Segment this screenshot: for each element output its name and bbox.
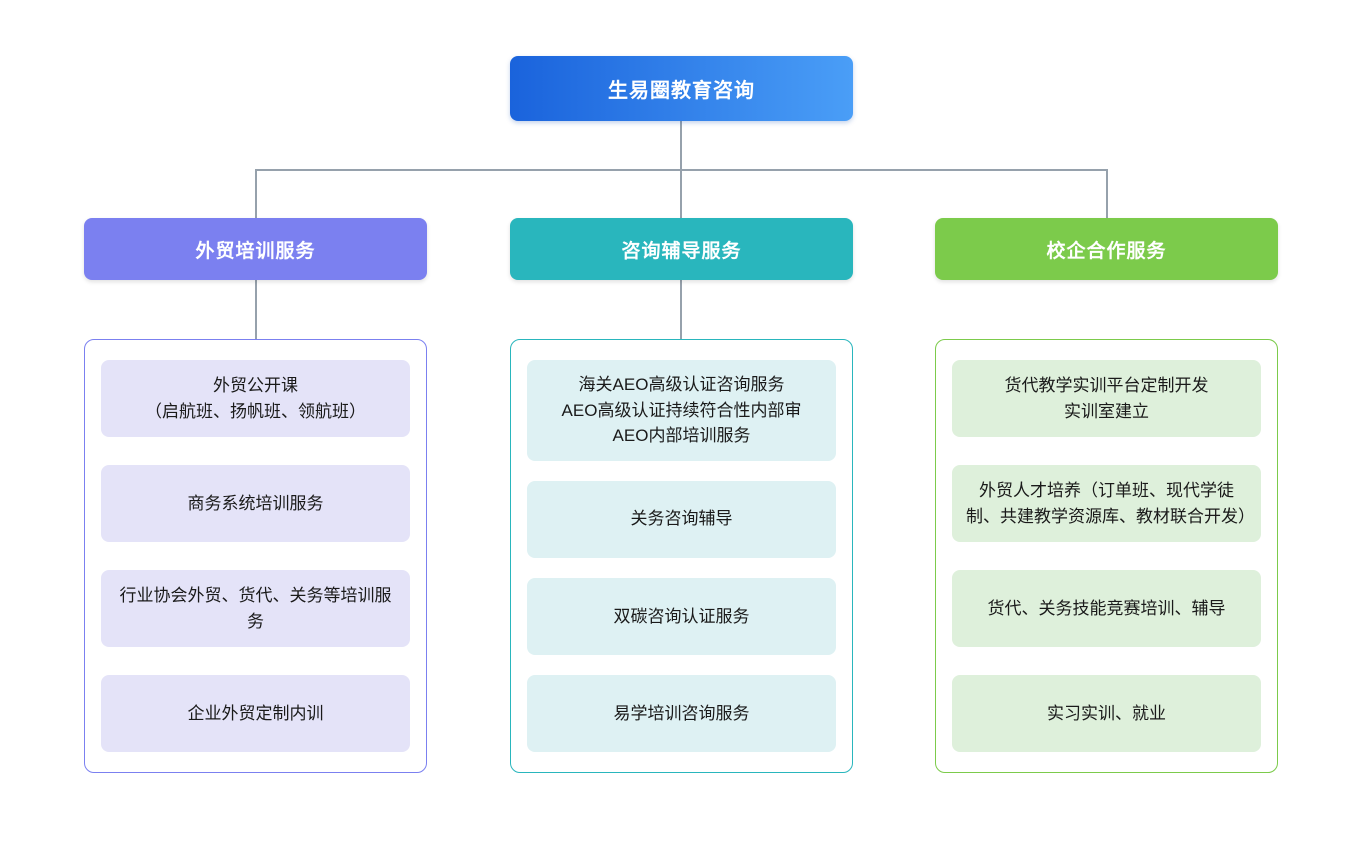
service-item: 货代、关务技能竞赛培训、辅导 bbox=[952, 570, 1261, 647]
service-item: 双碳咨询认证服务 bbox=[527, 577, 836, 655]
service-item: 企业外贸定制内训 bbox=[101, 675, 410, 752]
service-item: 外贸公开课 （启航班、扬帆班、领航班） bbox=[101, 360, 410, 437]
branch-box-consulting-coaching: 海关AEO高级认证咨询服务 AEO高级认证持续符合性内部审 AEO内部培训服务 … bbox=[510, 339, 853, 773]
connector-root-drop bbox=[680, 121, 682, 169]
connector-drop-branch-1 bbox=[255, 169, 257, 218]
service-item: 货代教学实训平台定制开发 实训室建立 bbox=[952, 360, 1261, 437]
branch-header-school-enterprise: 校企合作服务 bbox=[935, 218, 1278, 280]
branch-column-consulting-coaching: 咨询辅导服务 海关AEO高级认证咨询服务 AEO高级认证持续符合性内部审 AEO… bbox=[510, 218, 853, 773]
connector-header-box-branch-1 bbox=[255, 280, 257, 339]
service-item: 海关AEO高级认证咨询服务 AEO高级认证持续符合性内部审 AEO内部培训服务 bbox=[527, 360, 836, 461]
service-item: 外贸人才培养（订单班、现代学徒制、共建教学资源库、教材联合开发） bbox=[952, 465, 1261, 542]
branch-header-consulting-coaching: 咨询辅导服务 bbox=[510, 218, 853, 280]
branch-header-foreign-trade-training: 外贸培训服务 bbox=[84, 218, 427, 280]
branch-box-school-enterprise: 货代教学实训平台定制开发 实训室建立 外贸人才培养（订单班、现代学徒制、共建教学… bbox=[935, 339, 1278, 773]
service-item: 实习实训、就业 bbox=[952, 675, 1261, 752]
root-node: 生易圈教育咨询 bbox=[510, 56, 853, 121]
branch-column-school-enterprise: 校企合作服务 货代教学实训平台定制开发 实训室建立 外贸人才培养（订单班、现代学… bbox=[935, 218, 1278, 773]
connector-drop-branch-3 bbox=[1106, 169, 1108, 218]
connector-drop-branch-2 bbox=[680, 169, 682, 218]
service-item: 易学培训咨询服务 bbox=[527, 674, 836, 752]
service-item: 行业协会外贸、货代、关务等培训服务 bbox=[101, 570, 410, 647]
service-item: 商务系统培训服务 bbox=[101, 465, 410, 542]
branch-box-foreign-trade-training: 外贸公开课 （启航班、扬帆班、领航班） 商务系统培训服务 行业协会外贸、货代、关… bbox=[84, 339, 427, 773]
service-item: 关务咨询辅导 bbox=[527, 480, 836, 558]
branch-column-foreign-trade-training: 外贸培训服务 外贸公开课 （启航班、扬帆班、领航班） 商务系统培训服务 行业协会… bbox=[84, 218, 427, 773]
connector-header-box-branch-2 bbox=[680, 280, 682, 339]
